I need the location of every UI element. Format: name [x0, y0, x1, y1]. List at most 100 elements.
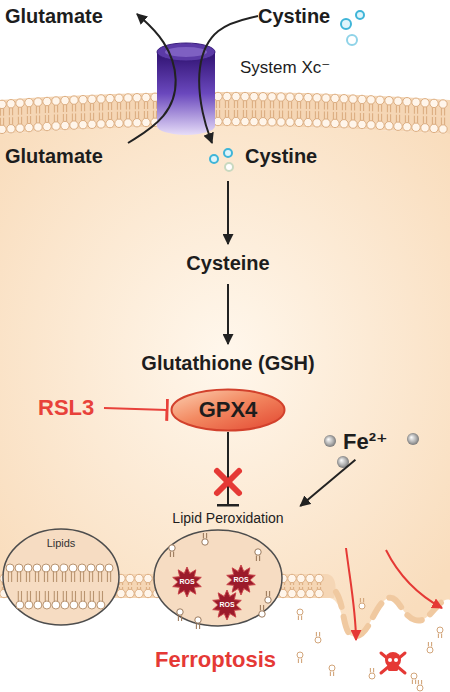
lipid-head: [265, 597, 271, 603]
lipid-head: [297, 589, 305, 597]
lipid-tail: [21, 591, 22, 602]
lipid-tail: [45, 105, 46, 113]
lipid-tail: [98, 572, 99, 583]
lipid-tail: [270, 100, 271, 108]
lipid-tail: [48, 105, 49, 113]
lipid-tail: [369, 103, 370, 111]
lipid-tail: [65, 572, 66, 583]
lipid-tail: [300, 101, 301, 109]
pathway-connector: [104, 408, 167, 410]
lipid-molecule: [106, 94, 114, 110]
lipid-molecule: [169, 545, 175, 557]
lipid-head: [70, 96, 78, 104]
lipid-tail: [102, 112, 103, 120]
process-label: Lipid Peroxidation: [133, 508, 323, 528]
lipid-tail: [89, 572, 90, 583]
lipid-tail: [260, 605, 261, 611]
lipid-tail: [261, 110, 262, 118]
lipid-tail: [219, 110, 220, 118]
lipid-tail: [27, 591, 28, 602]
lipid-tail: [181, 616, 182, 622]
lipid-tail: [390, 114, 391, 122]
lipid-head: [106, 94, 114, 102]
lipid-tail: [333, 112, 334, 120]
lipid-tail: [408, 105, 409, 113]
node-text: RSL3: [38, 394, 100, 422]
lipid-molecule: [142, 93, 150, 109]
lipid-head: [33, 564, 41, 572]
lipid-tail: [431, 642, 432, 647]
lipid-tail: [54, 115, 55, 123]
lipid-tail: [102, 102, 103, 110]
iron-dot: [337, 456, 349, 468]
lipid-tail: [178, 616, 179, 622]
lipid-molecule: [268, 110, 276, 126]
lipid-tail: [27, 116, 28, 124]
cross-stroke: [217, 471, 239, 493]
lipid-tail: [83, 572, 84, 583]
lipid-tail: [170, 552, 171, 558]
lipid-head: [288, 574, 296, 582]
iron-dot: [324, 435, 336, 447]
lipid-tail: [84, 591, 85, 602]
lipid-tail: [90, 103, 91, 111]
cross-stroke: [217, 471, 239, 493]
lipid-tail: [291, 101, 292, 109]
lipid-tail: [120, 102, 121, 110]
lipid-tail: [203, 533, 204, 539]
lipid-head: [87, 564, 95, 572]
cystine-dot: [341, 19, 351, 29]
lipid-molecule: [16, 591, 24, 609]
transporter-cylinder: System Xc⁻: [155, 40, 217, 138]
lipid-tail: [30, 591, 31, 602]
lipid-molecule: [202, 533, 208, 545]
lipid-tail: [255, 110, 256, 118]
lipid-head: [126, 589, 134, 597]
lipid-head: [61, 96, 69, 104]
lipid-molecule: [340, 95, 348, 111]
lipid-head: [259, 611, 265, 617]
lipid-molecule: [70, 591, 78, 609]
lipid-head: [421, 99, 429, 107]
crossbone: [381, 653, 405, 673]
lipid-tail: [90, 591, 91, 602]
lipid-tail: [318, 101, 319, 109]
lipid-tail: [309, 111, 310, 119]
lipid-tail: [423, 116, 424, 124]
lipid-head: [88, 95, 96, 103]
crossbone: [381, 653, 405, 673]
lipid-tail: [20, 572, 21, 583]
lipid-molecule: [7, 117, 15, 133]
lipid-head: [96, 564, 104, 572]
lipid-tail: [336, 102, 337, 110]
lipid-tail: [291, 111, 292, 119]
lipid-molecule: [115, 94, 123, 110]
lipid-tail: [45, 115, 46, 123]
lipid-molecule: [359, 598, 365, 609]
lipid-molecule: [42, 564, 50, 582]
lipid-molecule: [367, 113, 375, 129]
lipid-tail: [81, 113, 82, 121]
lipid-tail: [18, 591, 19, 602]
lipid-molecule: [126, 587, 134, 598]
lipid-tail: [12, 117, 13, 125]
molecule-label: Glutamate: [5, 3, 137, 29]
lipid-head: [358, 120, 366, 128]
lipid-head: [306, 574, 314, 582]
molecule-label: Cystine: [258, 3, 338, 29]
node-text: ROS: [226, 565, 256, 595]
lipid-molecule: [34, 98, 42, 114]
lipid-molecule: [34, 116, 42, 132]
lipid-head: [232, 92, 240, 100]
lipid-vesicle: Lipids: [2, 528, 120, 626]
lipid-molecule: [349, 113, 357, 129]
lipid-tail: [417, 116, 418, 124]
molecule-label: Glutamate: [5, 143, 137, 169]
lipid-molecule: [144, 587, 152, 598]
lipid-molecule: [79, 591, 87, 609]
lipid-molecule: [7, 100, 15, 116]
enzyme-ellipse: GPX4: [170, 388, 286, 432]
lipid-molecule: [306, 574, 314, 585]
lipid-molecule: [288, 574, 296, 585]
lipid-tail: [333, 102, 334, 110]
